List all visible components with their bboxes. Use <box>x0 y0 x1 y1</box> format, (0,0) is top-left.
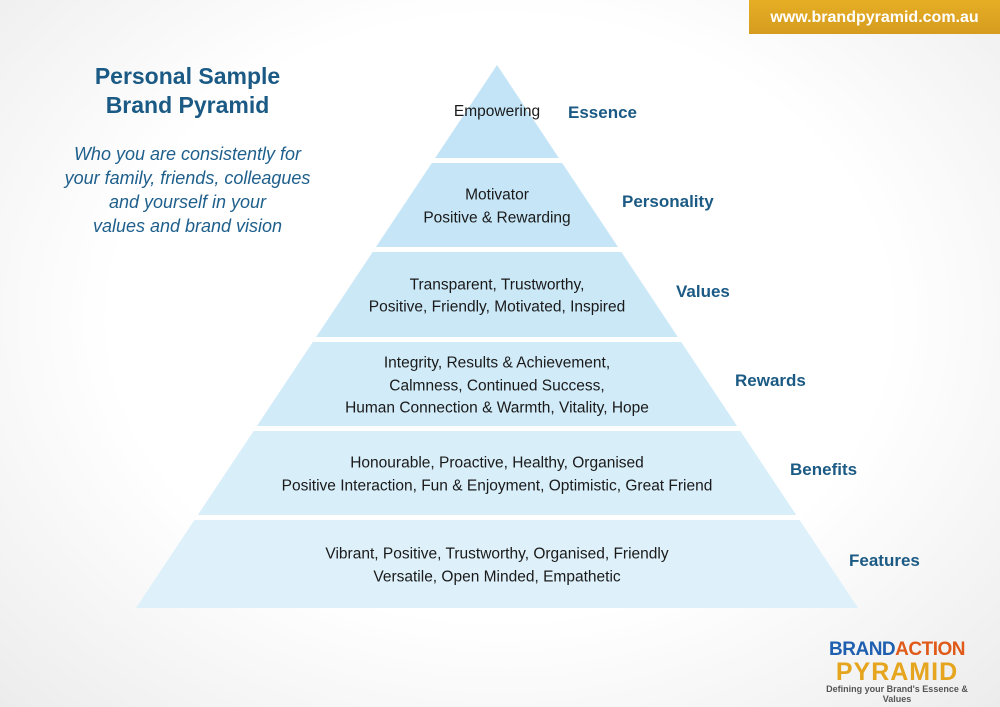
tier-label: Benefits <box>790 460 858 479</box>
logo-brand: BRAND <box>829 639 896 660</box>
subtitle-line: and yourself in your <box>108 192 267 212</box>
tier-text-line: Human Connection & Warmth, Vitality, Hop… <box>345 399 649 417</box>
tier-text: Vibrant, Positive, Trustworthy, Organise… <box>325 544 668 589</box>
logo-action: ACTION <box>895 639 965 660</box>
tier-text-line: Positive, Friendly, Motivated, Inspired <box>368 298 626 316</box>
tier-label: Features <box>849 551 920 570</box>
tier-text-line: Positive Interaction, Fun & Enjoyment, O… <box>281 477 713 494</box>
tier-label: Rewards <box>735 371 806 390</box>
tier-text-line: Transparent, Trustworthy, <box>409 276 585 293</box>
pyramid-tier-benefits <box>197 431 797 515</box>
tier-text-line: Positive & Rewarding <box>423 209 571 226</box>
tier-text: Transparent, Trustworthy, Positive, Frien… <box>369 274 625 319</box>
title-line: Personal Sample <box>94 63 281 89</box>
tier-text-line: Integrity, Results & Achievement, <box>383 354 611 372</box>
page-title: Personal Sample Brand Pyramid <box>40 62 335 120</box>
tier-text-line: Versatile, Open Minded, Empathetic <box>373 568 621 585</box>
pyramid-tier-essence <box>435 65 559 158</box>
tier-text: Empowering <box>454 101 540 124</box>
tier-label: Personality <box>622 192 714 211</box>
tier-text-line: Calmness, Continued Success, <box>389 376 605 394</box>
brand-action-pyramid-logo: BRANDACTION PYRAMID Defining your Brand'… <box>822 639 972 705</box>
pyramid-tier-values <box>316 252 678 337</box>
tier-text-line: Vibrant, Positive, Trustworthy, Organise… <box>325 545 669 563</box>
logo-tagline: Defining your Brand's Essence & Values <box>826 684 968 704</box>
website-url-banner[interactable]: www.brandpyramid.com.au <box>749 0 1000 34</box>
title-line: Brand Pyramid <box>105 92 270 118</box>
subtitle: Who you are consistently for your family… <box>40 142 335 238</box>
tier-label: Values <box>676 281 730 301</box>
logo-pyramid: PYRAMID <box>835 658 959 686</box>
tier-text: Integrity, Results & Achievement, Calmnes… <box>345 352 649 420</box>
pyramid-tier-features <box>135 520 859 608</box>
subtitle-line: your family, friends, colleagues <box>64 168 311 188</box>
tier-text: Honourable, Proactive, Healthy, Organise… <box>282 453 713 498</box>
pyramid-tier-personality <box>375 163 619 247</box>
tier-text-line: Empowering <box>453 102 541 120</box>
pyramid-tier-rewards <box>256 342 738 426</box>
tier-text-line: Honourable, Proactive, Healthy, Organise… <box>350 454 644 472</box>
tier-label: Essence <box>568 103 637 122</box>
subtitle-line: values and brand vision <box>92 216 283 236</box>
tier-text-line: Motivator <box>465 186 529 204</box>
subtitle-line: Who you are consistently for <box>73 144 302 164</box>
